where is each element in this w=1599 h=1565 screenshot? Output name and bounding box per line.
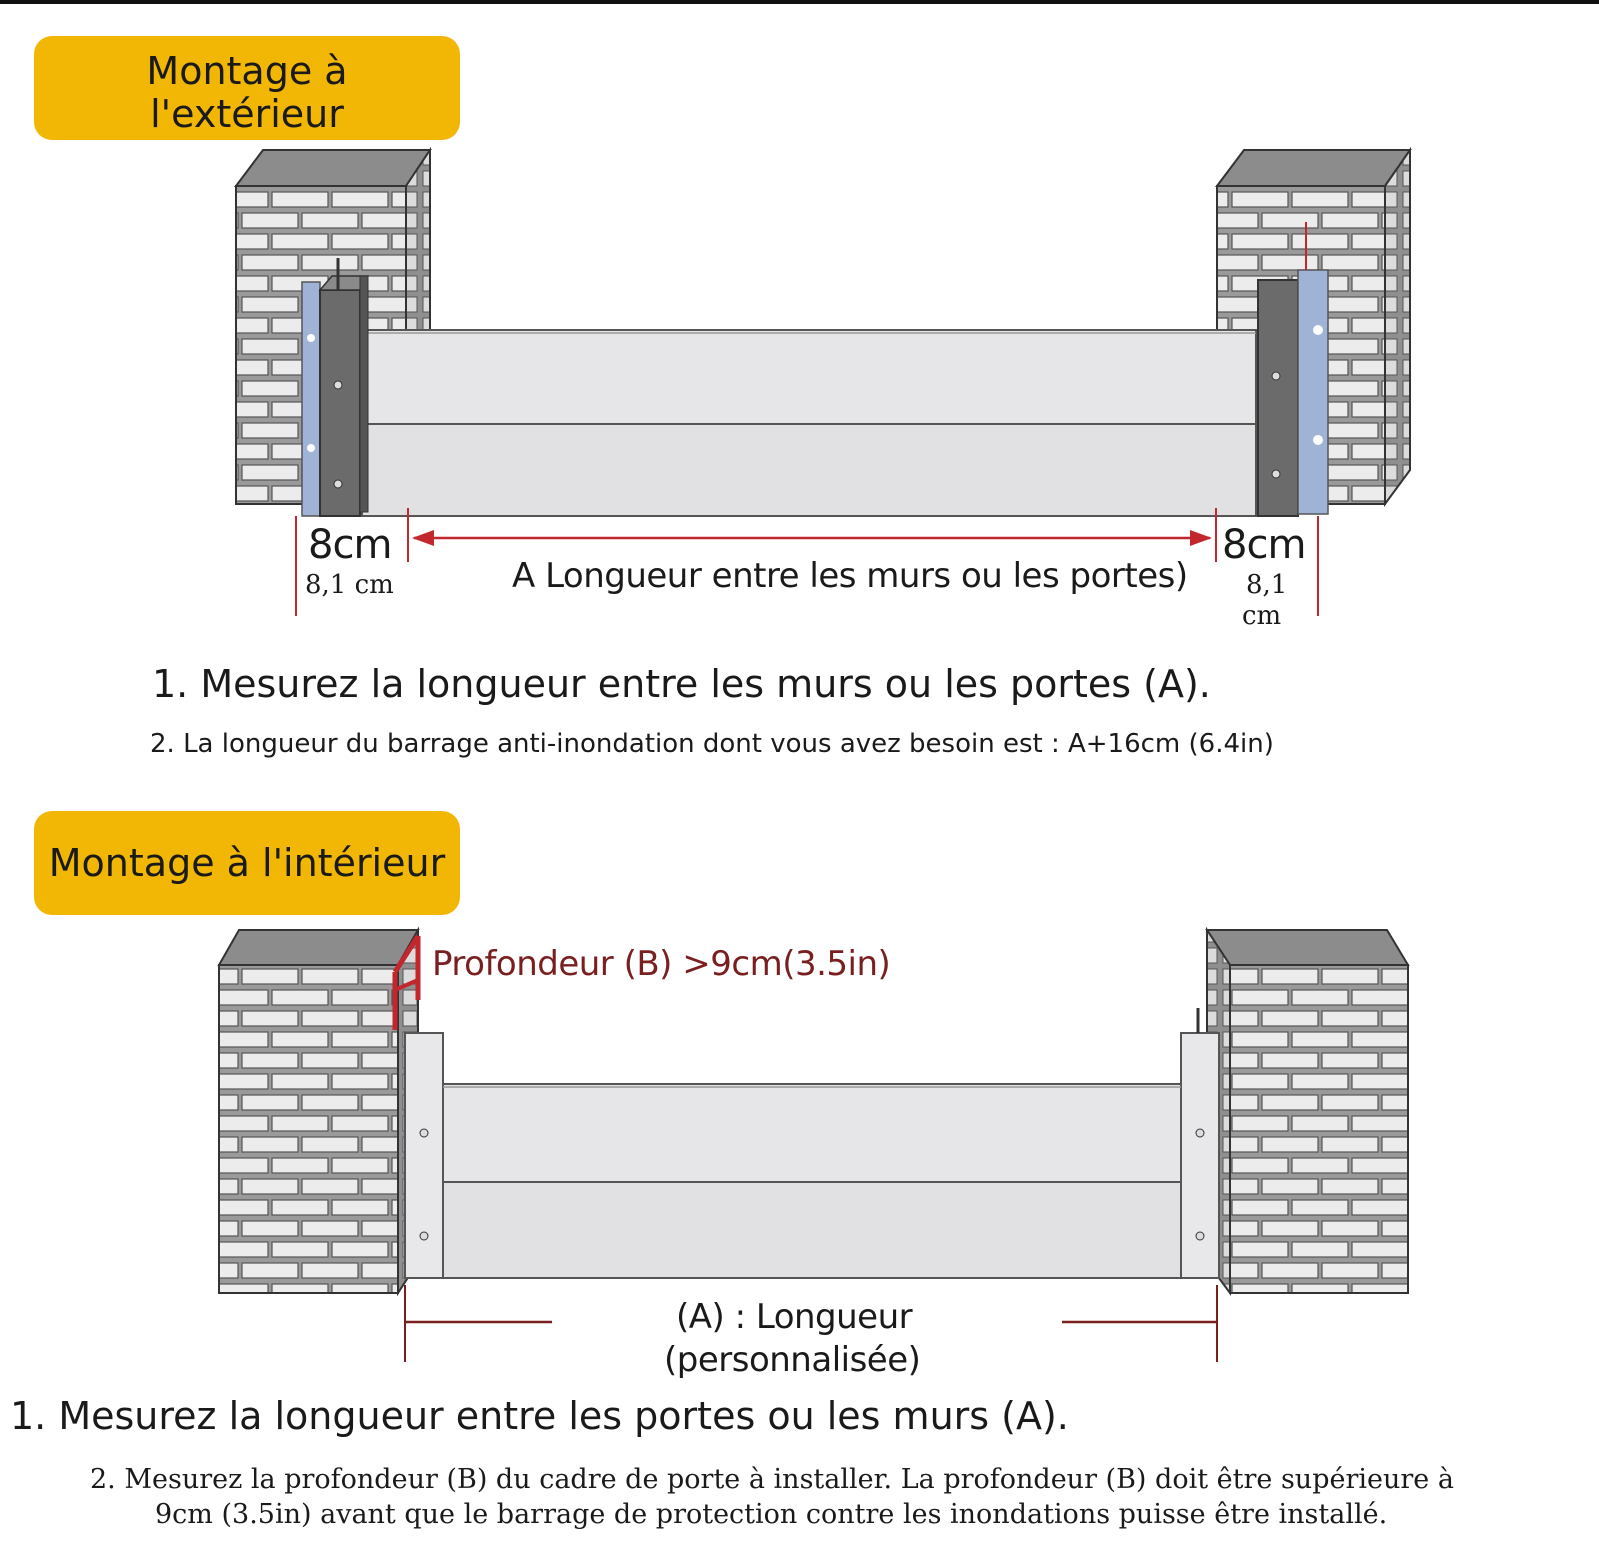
right-dim-sublabel-2: cm bbox=[1242, 601, 1282, 631]
right-brick-pillar-inside bbox=[1205, 926, 1410, 1297]
length-a-label: A Longueur entre les murs ou les portes) bbox=[512, 556, 1188, 596]
right-post-outside bbox=[1257, 222, 1329, 517]
badge-line-1: Montage à bbox=[146, 49, 348, 93]
right-dim-label: 8cm bbox=[1222, 522, 1306, 568]
outside-mounting-badge: Montage à l'extérieur bbox=[34, 36, 460, 140]
length-custom-line-1: (A) : Longueur bbox=[676, 1297, 913, 1337]
barrier-panels-outside bbox=[361, 329, 1257, 517]
top-border bbox=[0, 0, 1599, 4]
depth-label: Profondeur (B) >9cm(3.5in) bbox=[432, 944, 891, 984]
left-post-inside bbox=[404, 1032, 444, 1279]
inside-step-2-line-2: 9cm (3.5in) avant que le barrage de prot… bbox=[155, 1499, 1388, 1530]
left-brick-pillar-inside bbox=[217, 926, 420, 1297]
left-dim-sublabel: 8,1 cm bbox=[305, 570, 394, 600]
outside-dimensions bbox=[295, 508, 1319, 616]
inside-dimensions bbox=[404, 1285, 1218, 1362]
badge-line-2: l'extérieur bbox=[150, 92, 344, 136]
outside-step-1: 1. Mesurez la longueur entre les murs ou… bbox=[152, 662, 1211, 706]
inside-step-1: 1. Mesurez la longueur entre les portes … bbox=[10, 1394, 1069, 1438]
right-post-inside bbox=[1180, 1008, 1220, 1279]
right-dim-sublabel-1: 8,1 bbox=[1246, 570, 1288, 600]
depth-marker bbox=[392, 934, 421, 1030]
barrier-panels-inside bbox=[442, 1083, 1182, 1279]
outside-diagram bbox=[234, 146, 1412, 616]
length-custom-line-2: (personnalisée) bbox=[664, 1340, 921, 1380]
inside-step-2-line-1: 2. Mesurez la profondeur (B) du cadre de… bbox=[90, 1464, 1454, 1495]
outside-step-2: 2. La longueur du barrage anti-inondatio… bbox=[150, 729, 1274, 759]
left-dim-label: 8cm bbox=[308, 522, 392, 568]
inside-mounting-badge: Montage à l'intérieur bbox=[34, 811, 460, 915]
inside-diagram bbox=[217, 926, 1410, 1362]
left-post-outside bbox=[301, 258, 370, 517]
